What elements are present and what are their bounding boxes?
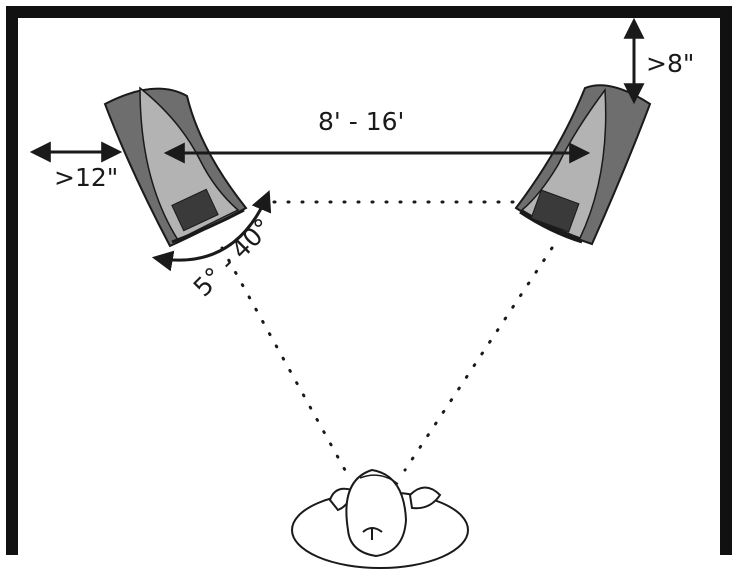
left-speaker: [103, 86, 248, 248]
side-wall-clearance-label: >12": [54, 163, 118, 192]
toe-in-arc-arrow: [151, 190, 272, 272]
right-speaker: [514, 84, 652, 246]
listener: [291, 468, 469, 569]
speaker-spacing-label: 8' - 16': [318, 107, 404, 136]
listener-head-outline: [359, 474, 399, 485]
back-wall-clearance-label: >8": [646, 49, 694, 78]
room-walls: [6, 6, 732, 555]
right-speaker-woofer: [530, 189, 580, 233]
triangle-left-line: [220, 246, 347, 472]
listener-head: [345, 468, 408, 558]
right-speaker-base: [519, 210, 583, 244]
listener-nose: [362, 527, 383, 540]
triangle-right-line: [403, 246, 554, 472]
listener-right-ear: [408, 486, 442, 510]
